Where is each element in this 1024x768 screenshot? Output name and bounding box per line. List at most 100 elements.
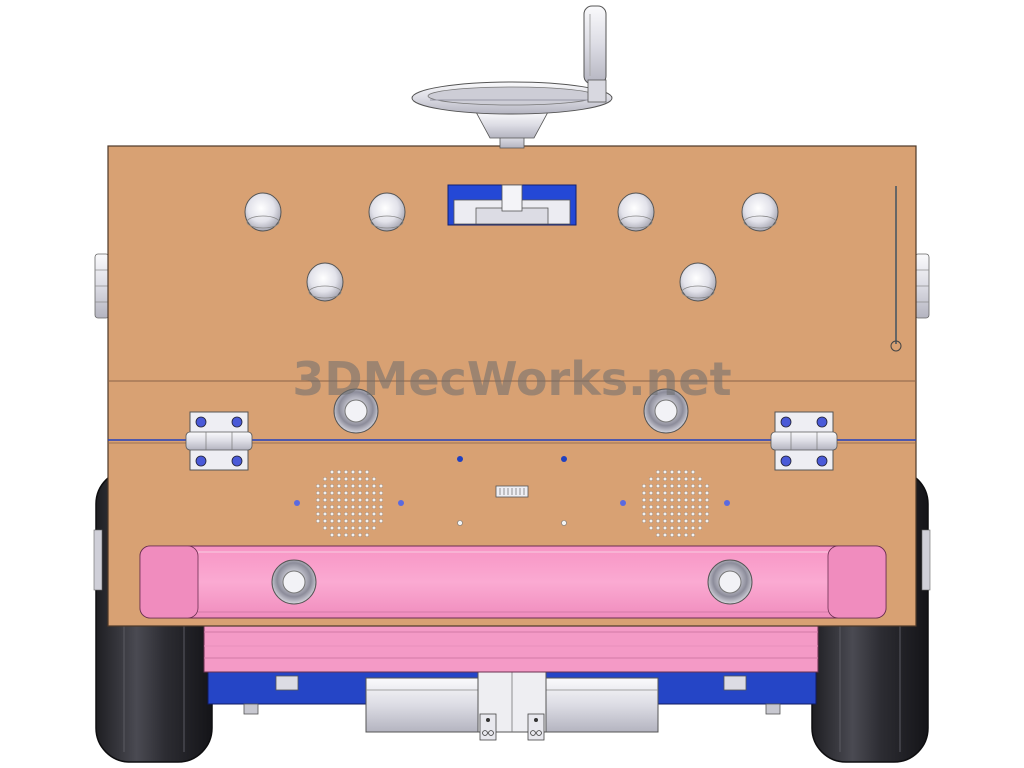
grille-hole [372,512,377,517]
grille-hole [358,491,363,496]
right-side-latch [914,253,930,319]
grille-hole [663,519,668,524]
grille-hole [351,498,356,503]
grille-hole [372,484,377,489]
grille-hole [358,498,363,503]
grille-hole [337,533,342,538]
grille-hole [663,505,668,510]
grille-hole [323,477,328,482]
grille-hole [656,533,661,538]
grille-hole [379,519,384,524]
grille-hole [323,491,328,496]
grille-hole [684,512,689,517]
grille-hole [649,512,654,517]
grille-hole [677,526,682,531]
grille-hole [337,512,342,517]
grille-hole [677,477,682,482]
grille-hole [337,484,342,489]
grille-hole [670,484,675,489]
bumper-bolt [271,559,317,605]
grille-hole [344,498,349,503]
mid-bolt [643,388,689,434]
grille-hole [670,526,675,531]
grille-hole [663,484,668,489]
left-side-latch [94,253,110,319]
grille-hole [642,512,647,517]
knob [679,262,717,302]
grille-hole [365,519,370,524]
grille-hole [677,498,682,503]
grille-hole [365,526,370,531]
grille-hole [316,484,321,489]
grille-hole [649,519,654,524]
grille-hole [642,505,647,510]
grille-hole [670,519,675,524]
grille-hole [316,491,321,496]
grille-hole [365,498,370,503]
grille-hole [691,470,696,475]
grille-hole [365,505,370,510]
grille-hole [649,477,654,482]
grille-hole [705,491,710,496]
grille-hole [691,484,696,489]
grille-hole [691,512,696,517]
grille-hole [698,505,703,510]
grille-hole [365,484,370,489]
grille-hole [358,519,363,524]
grille-hole [698,484,703,489]
grille-hole [691,498,696,503]
grille-hole [705,519,710,524]
grille-hole [358,470,363,475]
grille-hole [344,519,349,524]
grille-hole [656,470,661,475]
grille-hole [677,533,682,538]
grille-hole [323,519,328,524]
grille-hole [649,498,654,503]
grille-hole [358,505,363,510]
caster-bolt-icon [479,713,545,741]
steering-wheel-icon [411,5,613,149]
grille-hole [351,512,356,517]
grille-hole [323,484,328,489]
knob-row [244,192,779,302]
grille-hole [705,484,710,489]
grille-hole [365,491,370,496]
grille-hole [358,533,363,538]
grille-hole [351,526,356,531]
grille-hole [323,505,328,510]
grille-hole [330,533,335,538]
grille-hole [677,470,682,475]
grille-hole [316,512,321,517]
grille-hole [649,505,654,510]
grille-hole [337,526,342,531]
grille-hole [705,498,710,503]
grille-hole [351,519,356,524]
grille-hole [330,491,335,496]
grille-hole [351,470,356,475]
lower-bumper [203,619,819,673]
grille-hole [663,498,668,503]
grille-hole [358,477,363,482]
grille-hole [670,470,675,475]
hinge-icon [770,411,838,471]
grille-hole [365,470,370,475]
pink-bumper [139,545,887,619]
speaker-grille-icon [316,470,384,538]
grille-hole [351,533,356,538]
grille-hole [330,526,335,531]
grille-hole [670,512,675,517]
grille-hole [670,498,675,503]
grille-hole [691,519,696,524]
grille-hole [344,512,349,517]
grille-hole [344,505,349,510]
grille-hole [691,505,696,510]
grille-hole [323,526,328,531]
panel-fasteners [294,456,730,526]
grille-hole [684,470,689,475]
grille-hole [677,484,682,489]
grille-hole [330,512,335,517]
grille-hole [323,512,328,517]
grille-hole [344,533,349,538]
grille-hole [684,519,689,524]
grille-hole [344,491,349,496]
